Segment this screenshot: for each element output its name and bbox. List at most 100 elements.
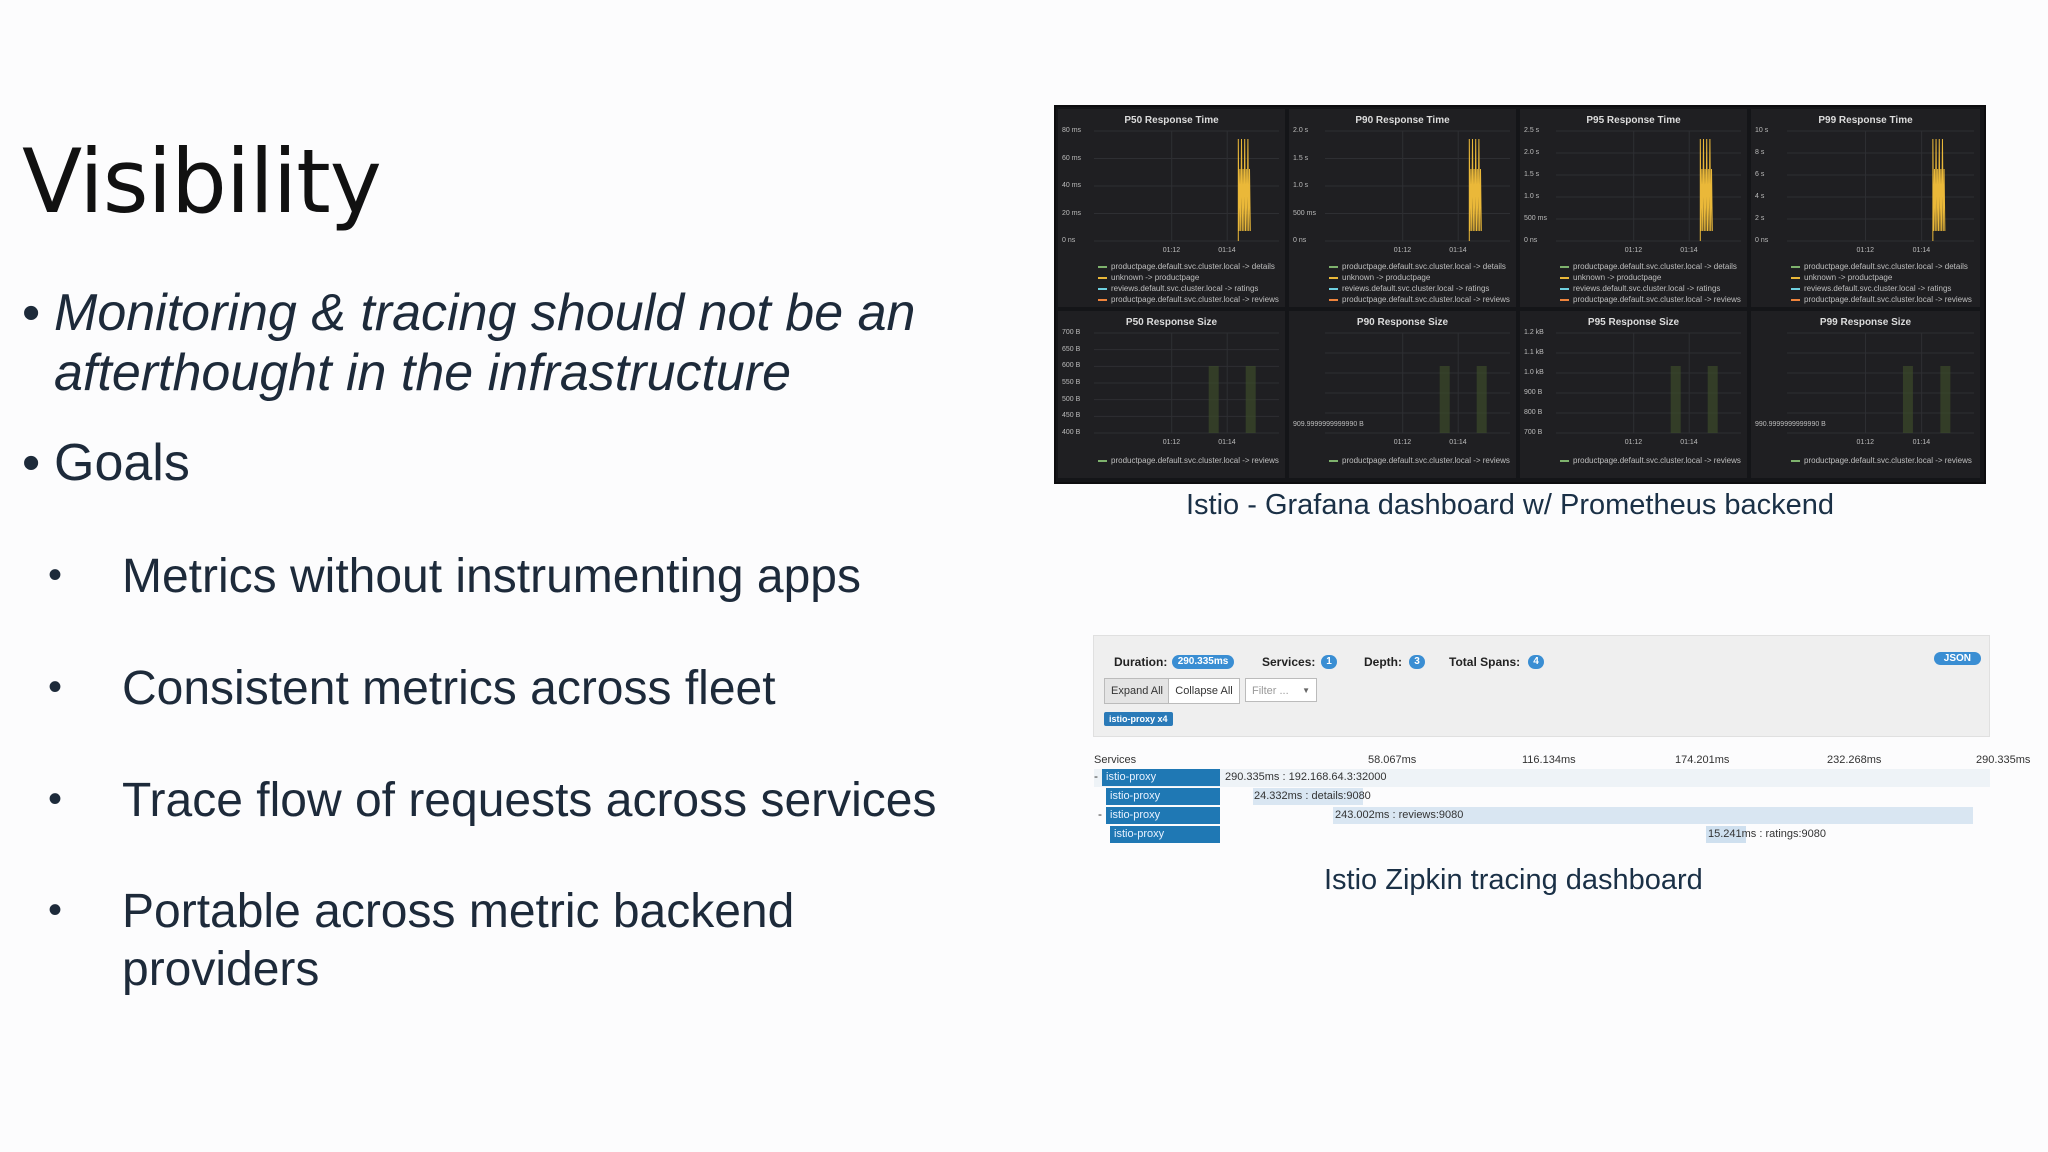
duration-label: Duration: (1114, 655, 1168, 669)
series-spike (1237, 138, 1251, 241)
x-tick-label: 01:14 (1449, 439, 1467, 446)
goal-text-line1: Portable across metric backend (122, 885, 795, 938)
legend-label: productpage.default.svc.cluster.local ->… (1804, 295, 1972, 304)
span-bar (1253, 788, 1363, 805)
legend-swatch (1560, 265, 1569, 268)
legend-label: reviews.default.svc.cluster.local -> rat… (1573, 284, 1721, 293)
legend-swatch (1791, 276, 1800, 279)
legend-entry: productpage.default.svc.cluster.local ->… (1560, 294, 1741, 305)
y-tick-label: 20 ms (1062, 209, 1082, 217)
x-tick-label: 01:14 (1218, 439, 1236, 446)
legend-entry: productpage.default.svc.cluster.local ->… (1098, 455, 1279, 466)
span-row[interactable]: istio-proxy 15.241ms : ratings:9080 (1094, 826, 1990, 844)
y-tick-label: 40 ms (1062, 182, 1082, 189)
total-spans-label: Total Spans: (1449, 655, 1521, 669)
legend-swatch (1098, 459, 1107, 462)
legend-swatch (1098, 276, 1107, 279)
x-tick-label: 01:12 (1624, 439, 1643, 446)
legend-swatch (1791, 265, 1800, 268)
y-tick-label: 4 s (1755, 193, 1765, 200)
y-tick-label: 8 s (1755, 149, 1765, 156)
y-tick-label: 0 ns (1524, 237, 1538, 244)
bullet-monitoring-line1: Monitoring & tracing should not be an (54, 284, 916, 342)
legend-swatch (1329, 265, 1338, 268)
panel-grid (1556, 130, 1741, 242)
span-service-name: istio-proxy (1102, 769, 1220, 786)
panel-legend: productpage.default.svc.cluster.local ->… (1329, 455, 1510, 466)
y-tick-label: 700 B (1524, 429, 1543, 436)
total-spans-badge: 4 (1528, 655, 1544, 669)
filter-select[interactable]: Filter ... ▼ (1245, 678, 1317, 702)
duration-badge: 290.335ms (1172, 655, 1234, 669)
legend-entry: productpage.default.svc.cluster.local ->… (1329, 455, 1510, 466)
collapse-toggle[interactable]: - (1094, 769, 1098, 783)
x-tick-label: 01:12 (1393, 247, 1412, 254)
span-row[interactable]: istio-proxy 24.332ms : details:9080 (1094, 788, 1990, 806)
y-tick-label: 2.0 s (1524, 149, 1540, 156)
legend-entry: productpage.default.svc.cluster.local ->… (1098, 294, 1279, 305)
y-tick-label: 0 ns (1755, 237, 1769, 244)
bullet-dot: • (48, 553, 63, 597)
series-bar (1476, 366, 1487, 433)
panel-title: P90 Response Time (1355, 115, 1450, 126)
span-row[interactable]: - istio-proxy 290.335ms : 192.168.64.3:3… (1094, 769, 1990, 787)
series-bar (1902, 366, 1913, 433)
y-tick-label: 2.5 s (1524, 127, 1540, 134)
y-tick-label: 500 B (1062, 395, 1081, 403)
legend-entry: productpage.default.svc.cluster.local ->… (1791, 294, 1972, 305)
span-row[interactable]: - istio-proxy 243.002ms : reviews:9080 (1094, 807, 1990, 825)
legend-label: productpage.default.svc.cluster.local ->… (1111, 262, 1275, 271)
legend-entry: productpage.default.svc.cluster.local ->… (1098, 261, 1279, 272)
y-tick-label: 1.0 s (1524, 193, 1540, 200)
series-spike (1468, 138, 1482, 241)
collapse-all-button[interactable]: Collapse All (1168, 678, 1240, 704)
zipkin-dashboard-image: Duration: 290.335ms Services: 1 Depth: 3… (1093, 635, 1990, 737)
collapse-toggle[interactable]: - (1098, 807, 1102, 821)
series-spike (1932, 138, 1946, 241)
y-tick-label: 1.0 kB (1524, 369, 1544, 376)
legend-swatch (1791, 298, 1800, 301)
x-tick-label: 01:14 (1912, 439, 1931, 446)
x-tick-label: 01:14 (1218, 247, 1236, 254)
expand-all-button[interactable]: Expand All (1104, 678, 1170, 704)
span-label: 243.002ms : reviews:9080 (1335, 809, 1464, 821)
y-tick-label: 990.9999999999990 B (1755, 421, 1826, 428)
y-tick-label: 1.1 kB (1524, 349, 1544, 356)
legend-entry: productpage.default.svc.cluster.local ->… (1791, 261, 1972, 272)
x-tick-label: 01:14 (1680, 247, 1698, 254)
y-tick-label: 10 s (1755, 127, 1769, 134)
legend-label: unknown -> productpage (1573, 273, 1662, 282)
y-tick-label: 60 ms (1062, 154, 1082, 162)
span-bar (1333, 807, 1973, 824)
goal-text-line2: providers (122, 943, 320, 996)
legend-entry: productpage.default.svc.cluster.local ->… (1329, 294, 1510, 305)
legend-swatch (1098, 287, 1107, 290)
depth-label: Depth: (1364, 655, 1402, 669)
service-filter-tag[interactable]: istio-proxy x4 (1104, 712, 1173, 726)
y-tick-label: 800 B (1524, 409, 1543, 416)
time-mark: 232.268ms (1827, 754, 1882, 766)
legend-entry: productpage.default.svc.cluster.local ->… (1791, 455, 1972, 466)
legend-label: productpage.default.svc.cluster.local ->… (1573, 262, 1737, 271)
legend-label: productpage.default.svc.cluster.local ->… (1111, 295, 1279, 304)
series-bar (1940, 366, 1951, 433)
json-button[interactable]: JSON (1933, 652, 1981, 665)
filter-placeholder: Filter ... (1252, 685, 1289, 697)
services-badge: 1 (1321, 655, 1337, 669)
x-tick-label: 01:12 (1856, 247, 1875, 254)
legend-label: productpage.default.svc.cluster.local ->… (1573, 456, 1741, 465)
panel-title: P50 Response Time (1124, 115, 1219, 126)
x-tick-label: 01:14 (1449, 247, 1467, 254)
y-tick-label: 1.5 s (1293, 154, 1309, 162)
legend-entry: reviews.default.svc.cluster.local -> rat… (1098, 283, 1279, 294)
legend-swatch (1560, 276, 1569, 279)
legend-label: productpage.default.svc.cluster.local ->… (1573, 295, 1741, 304)
time-mark: 290.335ms (1976, 754, 2031, 766)
series-bar (1707, 366, 1718, 433)
series-bar (1245, 366, 1256, 433)
legend-label: productpage.default.svc.cluster.local ->… (1342, 295, 1510, 304)
